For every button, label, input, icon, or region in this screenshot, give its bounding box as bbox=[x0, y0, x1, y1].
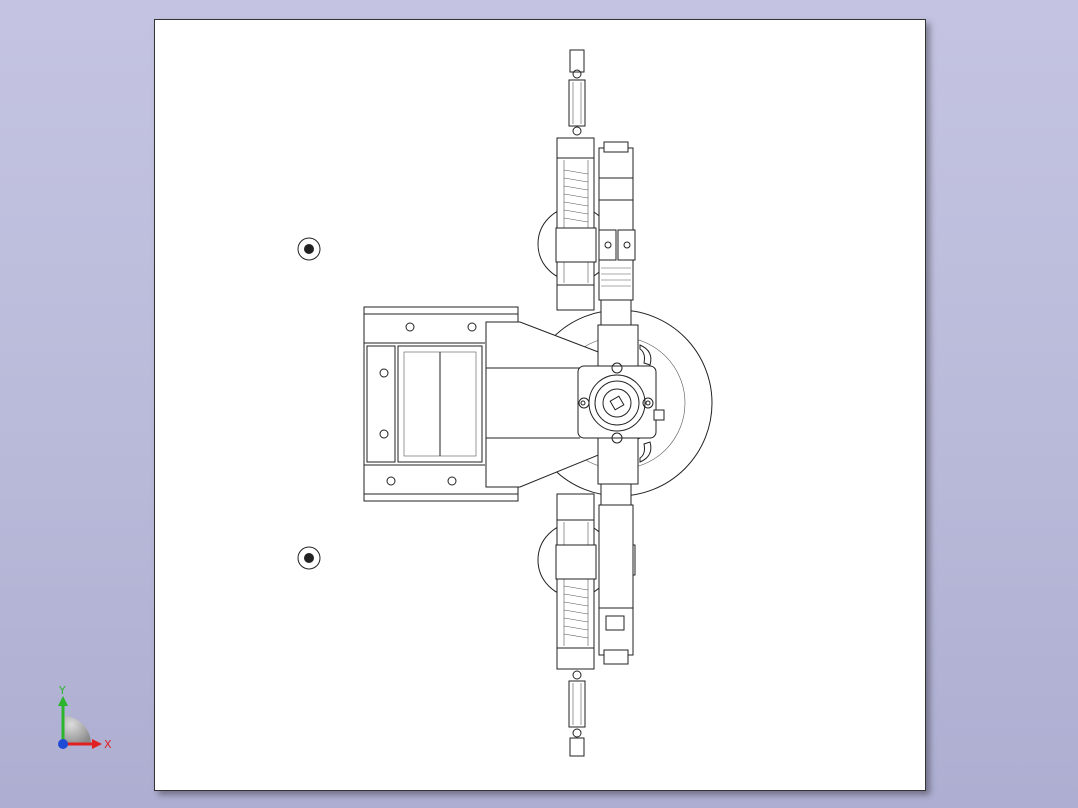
lower-actuator bbox=[555, 481, 636, 757]
x-axis-label: X bbox=[104, 738, 112, 751]
x-axis-arrow-icon bbox=[92, 739, 102, 749]
upper-actuator bbox=[555, 49, 636, 327]
y-axis-arrow-icon bbox=[58, 696, 68, 706]
triad-plane bbox=[63, 716, 91, 744]
mounting-hole-lower bbox=[297, 546, 321, 570]
mounting-hole-upper bbox=[297, 237, 321, 261]
y-axis-label: Y bbox=[58, 684, 66, 697]
reference-triad: Y X bbox=[58, 684, 112, 751]
central-hub bbox=[577, 324, 665, 485]
z-axis-icon bbox=[58, 739, 68, 749]
